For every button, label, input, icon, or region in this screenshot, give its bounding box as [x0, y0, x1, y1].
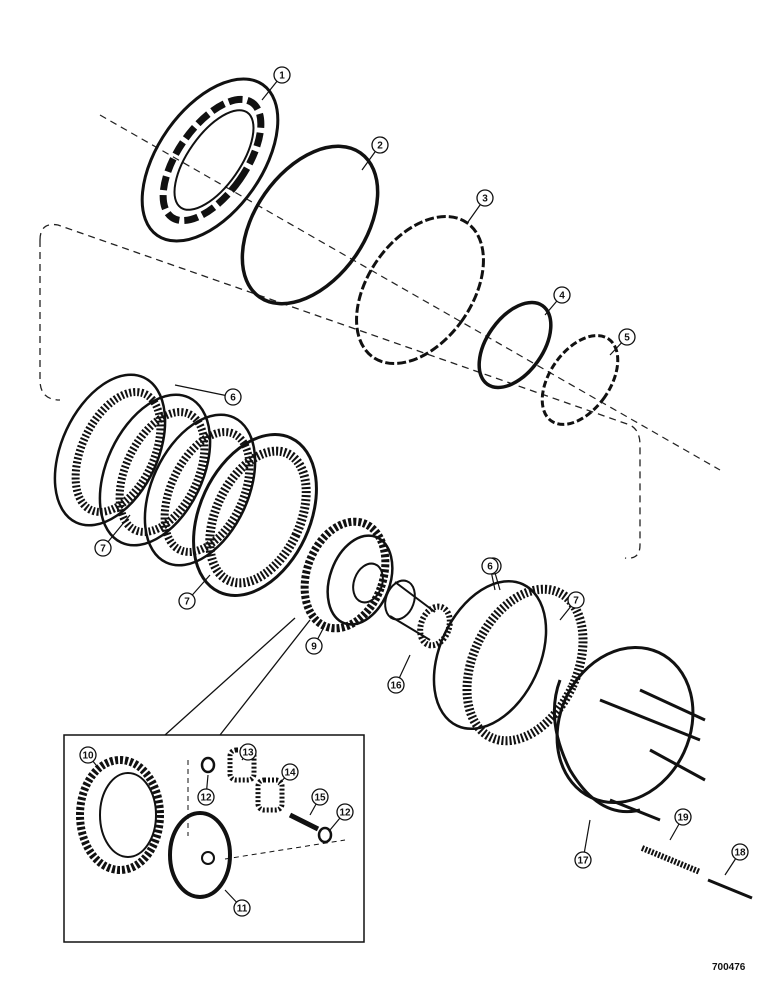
callout-circle — [273, 66, 291, 84]
callout-circle — [224, 388, 242, 406]
callout-label-19: 19 — [677, 813, 689, 824]
clutch-hub-part-9 — [300, 517, 394, 633]
callout-label-4: 4 — [559, 291, 565, 302]
callout-label-10: 10 — [82, 751, 94, 762]
clutch-drum-part-17 — [552, 645, 706, 822]
callout-circle — [305, 637, 323, 655]
callout-circle — [233, 899, 251, 917]
spring-part-19 — [640, 845, 702, 875]
callout-label-12: 12 — [339, 808, 351, 819]
callout-label-5: 5 — [624, 333, 630, 344]
callout-label-1: 1 — [279, 71, 285, 82]
inset-parts — [76, 747, 346, 899]
callout-label-7: 7 — [573, 596, 579, 607]
callout-circle — [311, 788, 329, 806]
callout-circle — [553, 286, 571, 304]
callout-circle — [567, 591, 585, 609]
piston-part-1 — [140, 77, 280, 243]
callout-label-14: 14 — [284, 768, 296, 779]
bolt-part-18 — [707, 878, 753, 900]
callout-label-17: 17 — [577, 856, 589, 867]
inset-box — [63, 734, 365, 943]
callout-label-2: 2 — [377, 141, 383, 152]
ring-part-4 — [477, 300, 553, 390]
callout-circle — [239, 743, 257, 761]
callout-circle — [79, 746, 97, 764]
callout-leader — [174, 384, 234, 398]
callout-circle — [281, 763, 299, 781]
callout-circle — [197, 788, 215, 806]
callout-circle — [94, 539, 112, 557]
callout-label-11: 11 — [237, 904, 248, 915]
inset-leaders — [164, 617, 311, 736]
callout-circle — [574, 851, 592, 869]
callout-label-12: 12 — [200, 793, 212, 804]
wave-spring-part-5 — [540, 334, 620, 426]
callout-circle — [336, 803, 354, 821]
callout-label-7: 7 — [100, 544, 106, 555]
callouts: 1234567769167617191810121314151211 — [79, 66, 749, 917]
callout-label-13: 13 — [242, 748, 254, 759]
callout-label-15: 15 — [314, 793, 326, 804]
callout-label-6: 6 — [487, 562, 493, 573]
group-outline — [39, 223, 641, 559]
callout-label-9: 9 — [311, 642, 317, 653]
seal-ring-part-2 — [240, 144, 380, 306]
callout-circle — [731, 843, 749, 861]
callout-circle — [178, 592, 196, 610]
callout-circle — [387, 676, 405, 694]
clutch-disc-stack — [53, 373, 318, 597]
wave-spring-part-3 — [355, 215, 485, 365]
callout-label-18: 18 — [734, 848, 746, 859]
callout-circle — [674, 808, 692, 826]
callout-label-3: 3 — [482, 194, 488, 205]
splined-shaft-part-16 — [384, 579, 453, 649]
callout-label-7: 7 — [184, 597, 190, 608]
callout-circle — [481, 557, 499, 575]
callout-circle — [618, 328, 636, 346]
callout-circle — [371, 136, 389, 154]
callout-label-16: 16 — [390, 681, 402, 692]
callout-circle — [476, 189, 494, 207]
reference-code: 700476 — [712, 962, 746, 973]
callout-label-6: 6 — [230, 393, 236, 404]
